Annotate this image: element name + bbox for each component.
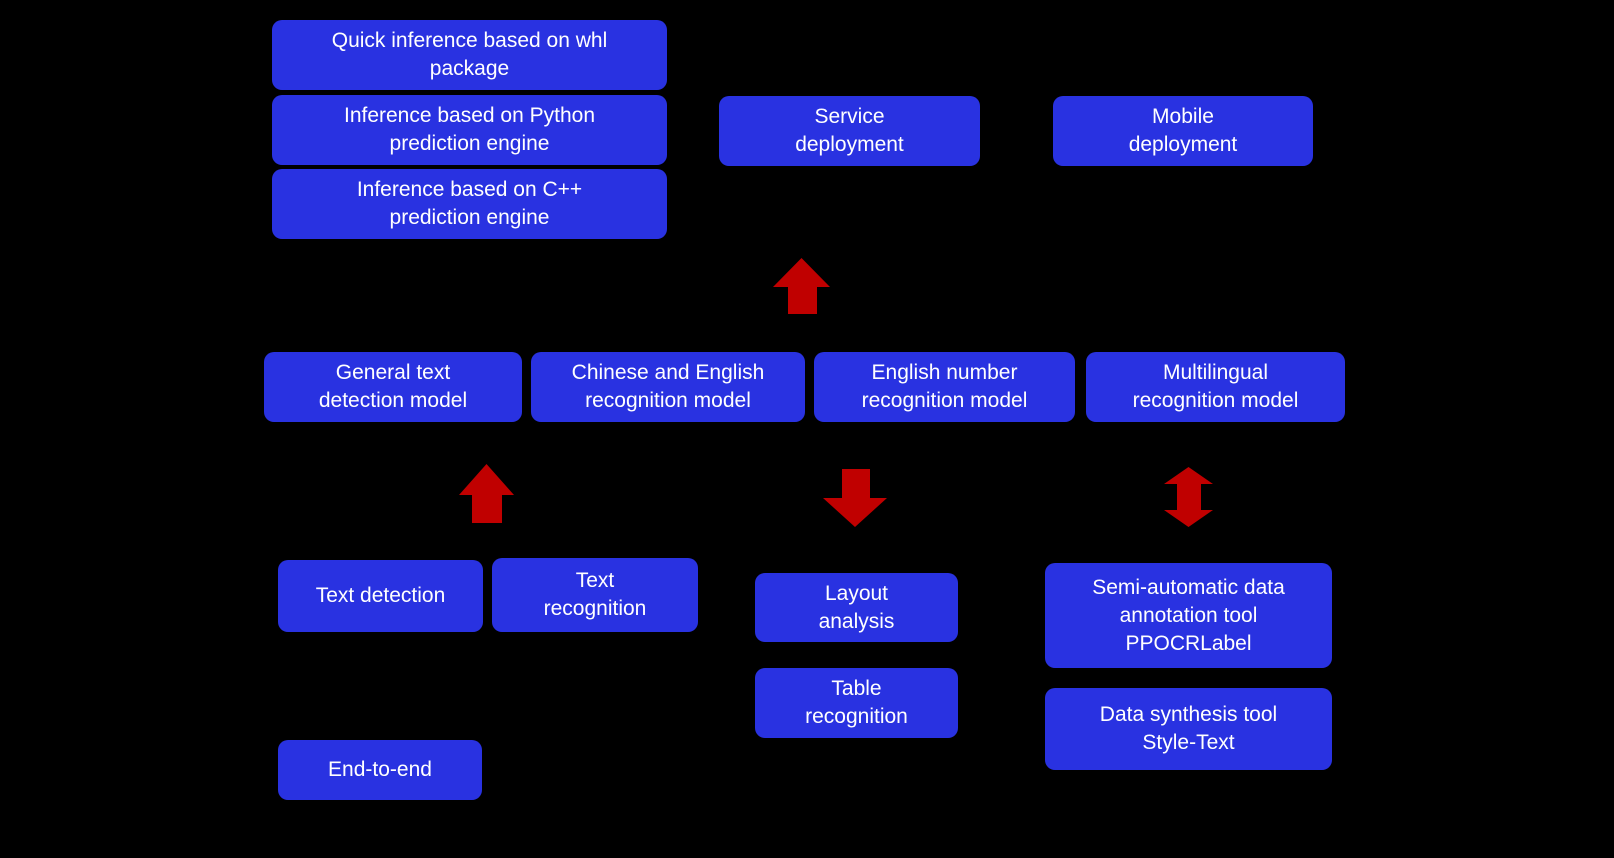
node-label: End-to-end bbox=[328, 758, 432, 781]
node-label: Multilingual recognition model bbox=[1132, 361, 1299, 412]
node-end-to-end: End-to-end bbox=[278, 740, 482, 800]
node-text-detection: Text detection bbox=[278, 560, 483, 632]
node-table-recognition: Table recognition bbox=[755, 668, 958, 738]
node-english-number-recognition-model: English number recognition model bbox=[814, 352, 1075, 422]
node-label: Layout analysis bbox=[818, 581, 895, 633]
node-general-text-detection-model: General text detection model bbox=[264, 352, 522, 422]
node-ppocrlabel-annotation-tool: Semi-automatic data annotation tool PPOC… bbox=[1045, 563, 1332, 668]
node-cpp-prediction-engine: Inference based on C++ prediction engine bbox=[272, 169, 667, 239]
node-label: Text recognition bbox=[543, 569, 647, 620]
node-label: Service deployment bbox=[795, 105, 904, 156]
node-python-prediction-engine: Inference based on Python prediction eng… bbox=[272, 95, 667, 165]
node-quick-inference-whl: Quick inference based on whl package bbox=[272, 20, 667, 90]
node-chinese-english-recognition-model: Chinese and English recognition model bbox=[531, 352, 805, 422]
node-mobile-deployment: Mobile deployment bbox=[1053, 96, 1313, 166]
node-text-recognition: Text recognition bbox=[492, 558, 698, 632]
structure-down-arrow-icon bbox=[823, 469, 887, 527]
node-label: Quick inference based on whl package bbox=[331, 29, 608, 80]
node-label: Mobile deployment bbox=[1128, 105, 1238, 156]
node-service-deployment: Service deployment bbox=[719, 96, 980, 166]
node-label: Inference based on C++ prediction engine bbox=[356, 178, 583, 229]
node-label: Data synthesis tool Style-Text bbox=[1099, 703, 1278, 754]
node-label: Semi-automatic data annotation tool PPOC… bbox=[1092, 575, 1285, 655]
node-label: Chinese and English recognition model bbox=[571, 361, 765, 412]
node-multilingual-recognition-model: Multilingual recognition model bbox=[1086, 352, 1345, 422]
node-label: Table recognition bbox=[805, 677, 908, 728]
data-tools-double-arrow-icon bbox=[1164, 467, 1213, 527]
node-label: Inference based on Python prediction eng… bbox=[343, 104, 595, 155]
deployment-up-arrow-icon bbox=[773, 258, 830, 314]
models-up-arrow-icon bbox=[459, 464, 514, 523]
node-label: English number recognition model bbox=[861, 361, 1028, 412]
node-label: General text detection model bbox=[318, 361, 468, 412]
node-layout-analysis: Layout analysis bbox=[755, 573, 958, 642]
node-style-text-synthesis-tool: Data synthesis tool Style-Text bbox=[1045, 688, 1332, 770]
node-label: Text detection bbox=[315, 584, 446, 607]
